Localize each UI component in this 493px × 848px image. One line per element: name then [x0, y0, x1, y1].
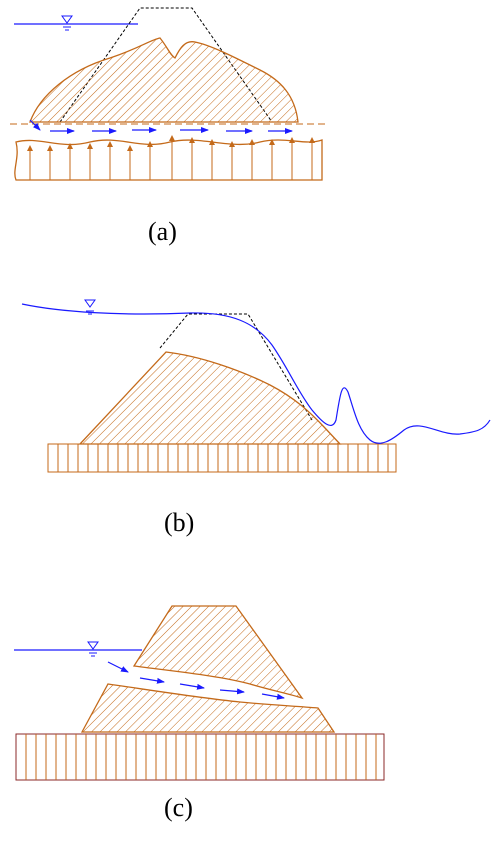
- panel-caption-c: (c): [164, 793, 193, 822]
- panel-caption-b: (b): [164, 508, 195, 537]
- deformed-dam-body-b: [78, 351, 342, 445]
- foundation-c: [15, 733, 385, 781]
- uplift-arrows-a: [27, 135, 315, 180]
- lower-block-c: [80, 683, 336, 733]
- water-surface-b: [21, 303, 491, 444]
- upper-block-c: [132, 605, 304, 700]
- panel-c: [14, 605, 385, 781]
- deformed-dam-body-a: [29, 37, 299, 123]
- water-level-symbol-b: [84, 299, 96, 315]
- panel-caption-a: (a): [148, 217, 177, 246]
- panel-b: [21, 299, 491, 473]
- foundation-a: [14, 139, 323, 181]
- original-dam-outline-b: [159, 313, 313, 421]
- water-level-symbol-a: [61, 15, 73, 31]
- water-level-symbol-c: [87, 641, 99, 657]
- crack-seepage-arrows-c: [107, 661, 285, 700]
- panel-a: [10, 7, 325, 181]
- seepage-arrows-a: [29, 119, 293, 134]
- foundation-b: [47, 443, 397, 473]
